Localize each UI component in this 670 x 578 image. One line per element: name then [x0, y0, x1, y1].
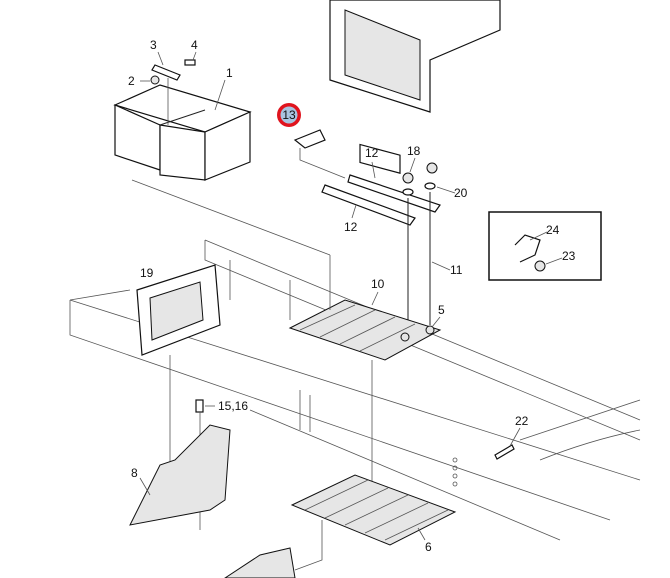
callout-15-16[interactable]: 15,16	[218, 399, 248, 413]
bracket-8	[129, 424, 231, 526]
callout-12-lower[interactable]: 12	[344, 220, 358, 234]
callout-3[interactable]: 3	[150, 38, 157, 52]
callout-24[interactable]: 24	[546, 223, 560, 237]
bolt-22	[494, 444, 515, 460]
callout-1[interactable]: 1	[226, 66, 233, 80]
battery-clamp	[150, 59, 196, 125]
callout-5[interactable]: 5	[438, 303, 445, 317]
callout-label: 13	[282, 108, 296, 122]
callout-6[interactable]: 6	[425, 540, 432, 554]
battery-grid-6	[290, 474, 457, 546]
bracket-13	[293, 129, 326, 149]
chassis-frame	[69, 239, 641, 521]
battery-tray-10	[288, 299, 442, 361]
detail-inset	[488, 211, 602, 281]
callout-19[interactable]: 19	[140, 266, 154, 280]
callout-23[interactable]: 23	[562, 249, 576, 263]
battery-cover-tray	[329, 0, 501, 174]
cover-panel-19	[136, 264, 221, 356]
callout-4[interactable]: 4	[191, 38, 198, 52]
bolt-15-16	[195, 399, 204, 413]
callout-20[interactable]: 20	[454, 186, 468, 200]
callout-18[interactable]: 18	[407, 144, 421, 158]
callout-13-highlighted[interactable]: 13	[277, 103, 301, 127]
callout-22[interactable]: 22	[515, 414, 529, 428]
callout-2[interactable]: 2	[128, 74, 135, 88]
callout-11[interactable]: 11	[450, 263, 463, 277]
hold-down-rails	[321, 162, 441, 330]
bracket-bottom	[224, 547, 296, 578]
callout-8[interactable]: 8	[131, 466, 138, 480]
callout-12-upper[interactable]: 12	[365, 146, 379, 160]
battery-pair	[113, 84, 252, 181]
callout-10[interactable]: 10	[371, 277, 385, 291]
